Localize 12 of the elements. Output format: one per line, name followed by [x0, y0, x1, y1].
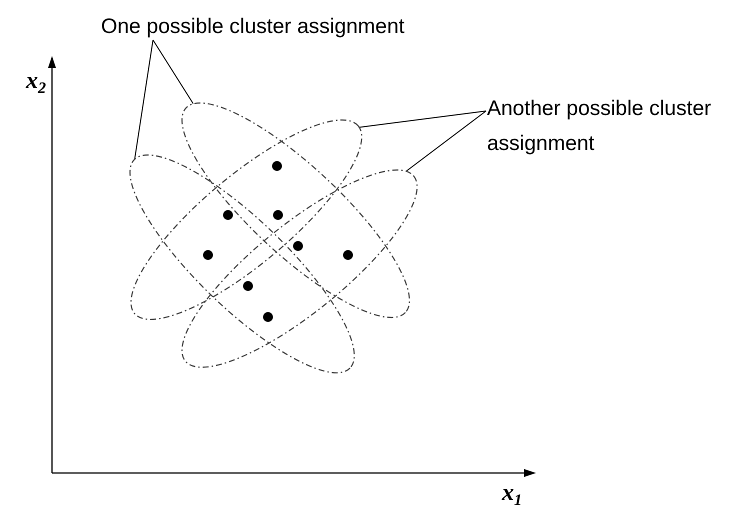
cluster-ellipse	[182, 102, 410, 318]
axis-label: x$_{1}$	[502, 480, 522, 509]
cluster-ellipse	[130, 120, 362, 320]
callout-text: One possible cluster assignment	[101, 9, 551, 44]
axis-label: x$_{2}$	[26, 68, 46, 99]
callout-text: Another possible cluster assignment	[487, 91, 744, 161]
cluster-ellipse	[130, 155, 354, 373]
cluster-ellipse	[182, 170, 418, 368]
leader-line	[134, 40, 154, 160]
leader-line	[405, 110, 486, 172]
leader-line	[358, 110, 486, 128]
leader-line	[152, 40, 194, 104]
